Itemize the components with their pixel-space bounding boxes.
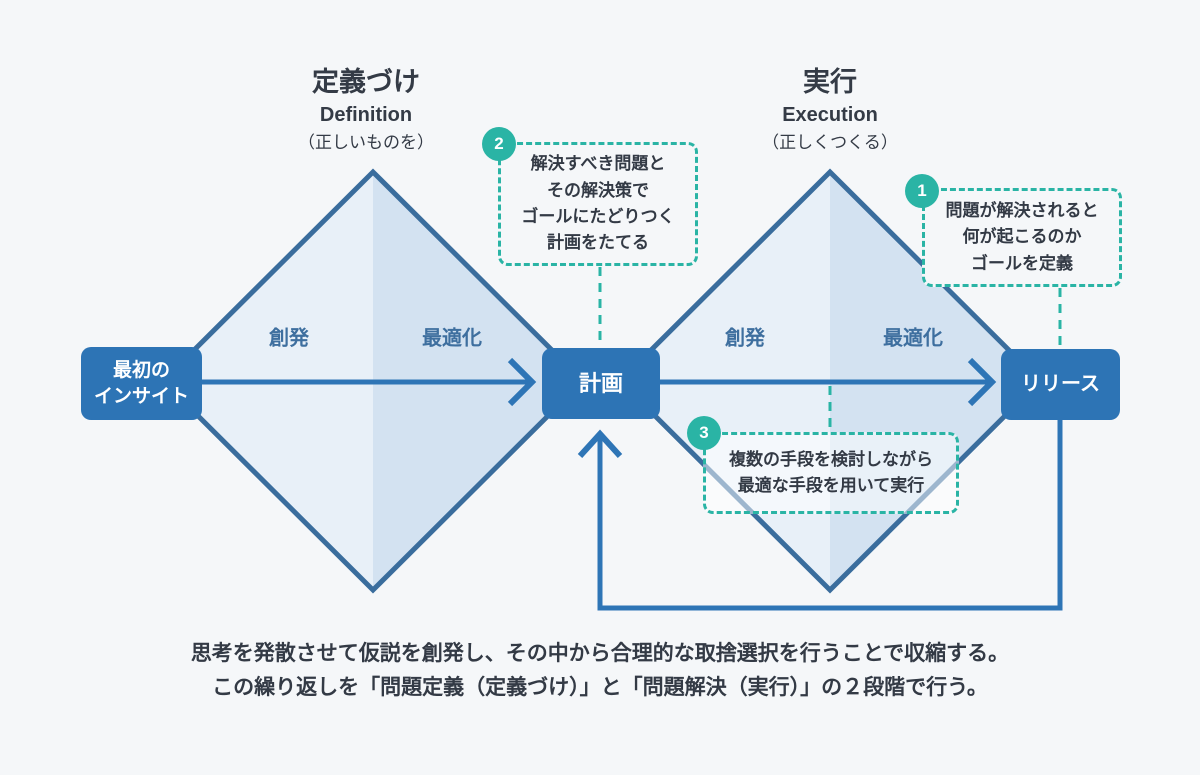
diagram-caption: 思考を発散させて仮説を創発し、その中から合理的な取捨選択を行うことで収縮する。 …: [190, 642, 1010, 700]
step-badge-1: 1: [905, 174, 939, 208]
right-diamond-outline: [616, 168, 1044, 594]
step-badge-2: 2: [482, 127, 516, 161]
phase-execution-subtitle: Execution: [782, 103, 878, 126]
callout-make-plan: 解決すべき問題と その解決策で ゴールにたどりつく 計画をたてる: [498, 142, 698, 266]
left-diamond-outline: [159, 168, 587, 594]
node-plan: 計画: [542, 348, 660, 419]
phase-definition-subtitle: Definition: [319, 103, 413, 126]
left-diamond-diverge-label: 創発: [269, 327, 309, 350]
phase-definition-title-group: 定義づけ Definition （正しいものを）: [216, 66, 516, 153]
flow-arrow-start-to-plan: [202, 357, 537, 407]
phase-execution-title: 実行: [803, 67, 857, 97]
right-diamond-converge-label: 最適化: [883, 327, 943, 350]
left-diamond-converge-label: 最適化: [422, 327, 482, 350]
phase-definition-note: （正しいものを）: [298, 132, 434, 152]
phase-execution-title-group: 実行 Execution （正しくつくる）: [680, 66, 980, 153]
phase-definition-title: 定義づけ: [312, 67, 420, 97]
callout-execute-best-means: 複数の手段を検討しながら 最適な手段を用いて実行: [703, 432, 959, 514]
phase-execution-note: （正しくつくる）: [762, 132, 898, 152]
callout-define-goal: 問題が解決されると 何が起こるのか ゴールを定義: [922, 188, 1122, 287]
node-initial-insight: 最初の インサイト: [81, 347, 202, 420]
step-badge-3: 3: [687, 416, 721, 450]
feedback-loop-arrow: [577, 420, 1063, 611]
node-release: リリース: [1001, 349, 1120, 420]
flow-arrow-plan-to-release: [660, 357, 997, 407]
right-diamond-diverge-label: 創発: [725, 327, 765, 350]
